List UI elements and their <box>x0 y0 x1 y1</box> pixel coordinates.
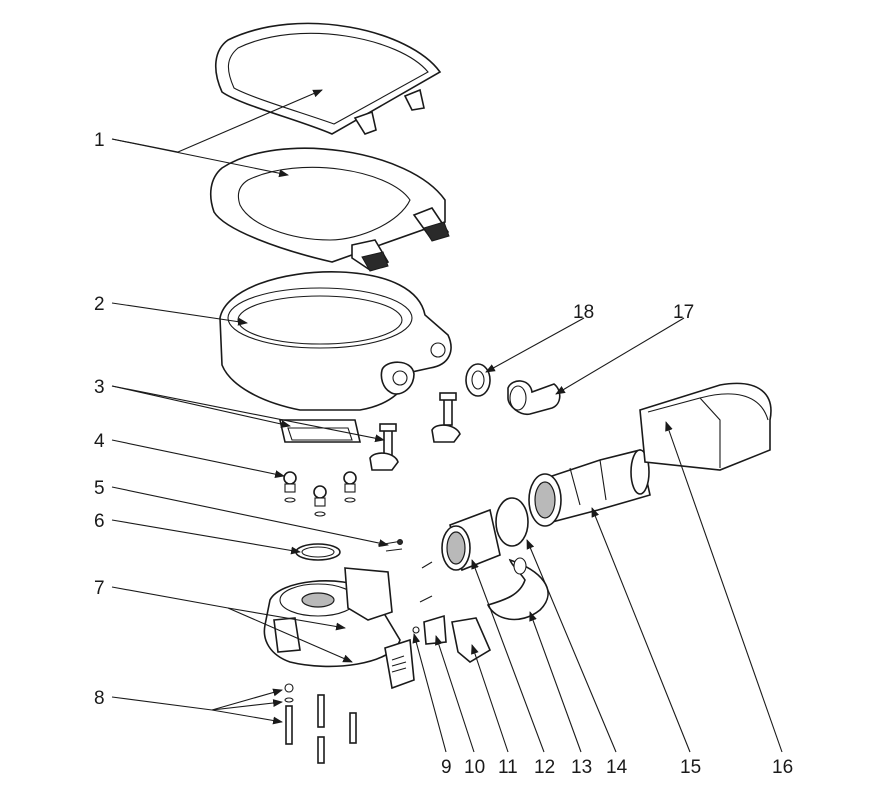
motor-cover <box>639 382 772 471</box>
callout-5: 5 <box>94 478 105 499</box>
elbow-fitting <box>507 380 561 416</box>
toilet-bowl <box>219 271 452 443</box>
callout-7: 7 <box>94 578 105 599</box>
callout-14: 14 <box>606 757 628 778</box>
toilet-lid <box>215 22 442 135</box>
callout-12: 12 <box>534 757 555 778</box>
toilet-seat <box>209 147 450 272</box>
callout-6: 6 <box>94 511 105 532</box>
pump-base <box>263 567 415 690</box>
bolt-and-clamp <box>369 392 461 471</box>
seal-and-hose <box>486 497 549 621</box>
callout-13: 13 <box>571 757 592 778</box>
callout-17: 17 <box>673 302 694 323</box>
callout-8: 8 <box>94 688 105 709</box>
callout-labels: 1 2 3 4 5 6 7 8 9 10 11 12 13 14 15 16 1… <box>94 130 793 778</box>
leader-lines <box>111 89 783 753</box>
nuts-and-washers <box>283 471 357 517</box>
o-ring <box>295 543 341 561</box>
callout-3: 3 <box>94 377 105 398</box>
callout-2: 2 <box>94 294 105 315</box>
callout-9: 9 <box>441 757 452 778</box>
pump-motor <box>528 449 651 527</box>
bushing <box>465 363 491 397</box>
callout-4: 4 <box>94 431 105 452</box>
screws <box>377 539 403 552</box>
impeller-housing <box>441 508 501 572</box>
callout-10: 10 <box>464 757 485 778</box>
callout-18: 18 <box>573 302 594 323</box>
callout-11: 11 <box>498 757 518 778</box>
mounting-studs <box>284 683 357 764</box>
callout-1: 1 <box>94 130 105 151</box>
callout-16: 16 <box>772 757 793 778</box>
callout-15: 15 <box>680 757 701 778</box>
